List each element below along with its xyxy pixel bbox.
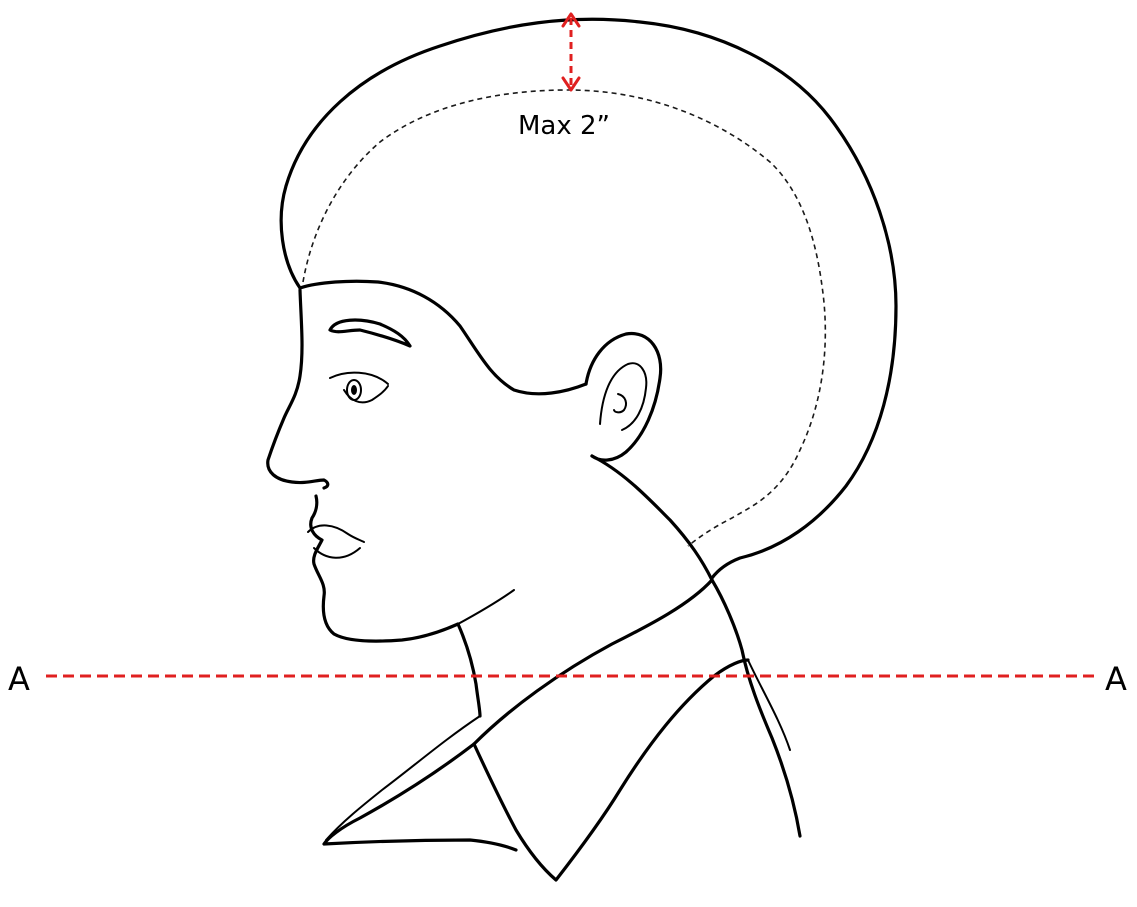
hair-outline <box>281 19 896 578</box>
hairline-edge <box>300 281 586 394</box>
ear-canal <box>614 394 626 412</box>
skull-outline <box>303 90 825 546</box>
upper-lip <box>308 525 364 542</box>
lower-lip <box>314 548 360 558</box>
reference-label-left: A <box>8 660 30 698</box>
shoulder-line <box>748 660 790 750</box>
neck-back <box>592 456 800 836</box>
eyebrow <box>330 320 410 346</box>
collar-strap <box>474 660 748 880</box>
collar-inner <box>326 716 480 840</box>
cheek-line <box>458 590 514 624</box>
reference-label-right: A <box>1105 660 1127 698</box>
max-height-label: Max 2” <box>518 111 610 141</box>
face-profile <box>268 290 458 641</box>
collar-left <box>324 580 712 850</box>
neck-front <box>458 624 480 716</box>
eye-pupil <box>351 385 357 395</box>
